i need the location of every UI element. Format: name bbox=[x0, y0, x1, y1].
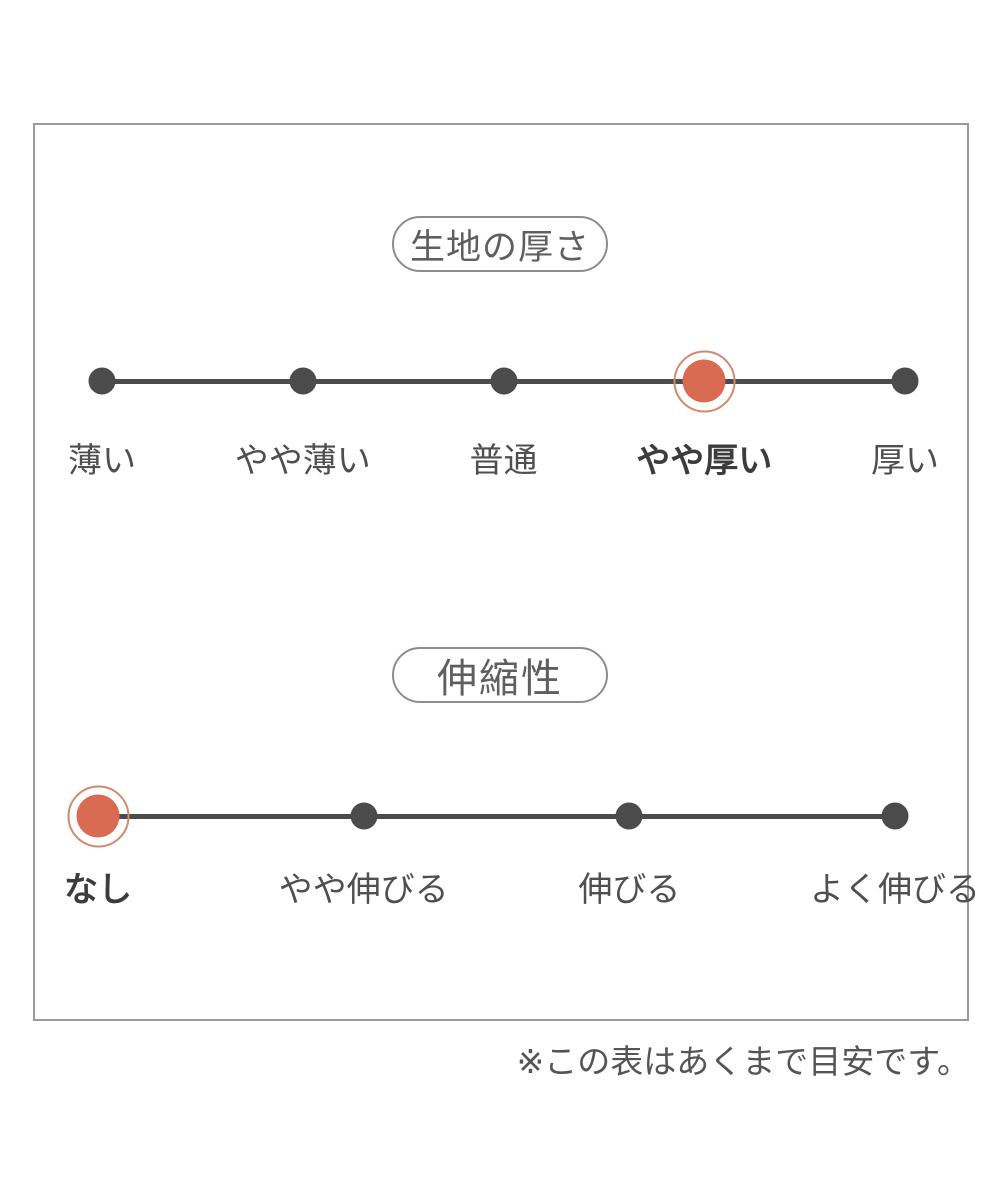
section-title-stretch: 伸縮性 bbox=[392, 647, 608, 703]
scale-label-selected: やや厚い bbox=[636, 442, 773, 480]
scale-label: 厚い bbox=[871, 442, 939, 480]
scale-track bbox=[96, 813, 897, 819]
scale-label: 伸びる bbox=[578, 871, 681, 909]
scale-label: よく伸びる bbox=[810, 871, 980, 909]
scale-dot bbox=[615, 802, 643, 830]
scale-dot bbox=[88, 367, 116, 395]
scale-dot bbox=[350, 802, 378, 830]
section-title-fabric-thickness: 生地の厚さ bbox=[392, 216, 608, 272]
scale-label: 薄い bbox=[68, 442, 136, 480]
scale-label-selected: なし bbox=[64, 871, 132, 909]
scale-label: やや薄い bbox=[234, 442, 371, 480]
scale-label: やや伸びる bbox=[278, 871, 449, 909]
scale-dot-selected bbox=[682, 359, 726, 403]
spec-panel bbox=[33, 123, 969, 1021]
scale-dot bbox=[490, 367, 517, 395]
fabric-thickness-labels: 薄い やや薄い 普通 やや厚い 厚い bbox=[68, 442, 939, 483]
scale-dot-selected bbox=[76, 794, 120, 838]
stretch-labels: なし やや伸びる 伸びる よく伸びる bbox=[64, 871, 980, 912]
disclaimer-note: ※この表はあくまで目安です。 bbox=[516, 1043, 970, 1080]
scale-dot bbox=[289, 367, 317, 395]
scale-dot bbox=[881, 802, 909, 830]
scale-dot bbox=[891, 367, 919, 395]
scale-label: 普通 bbox=[469, 442, 538, 480]
